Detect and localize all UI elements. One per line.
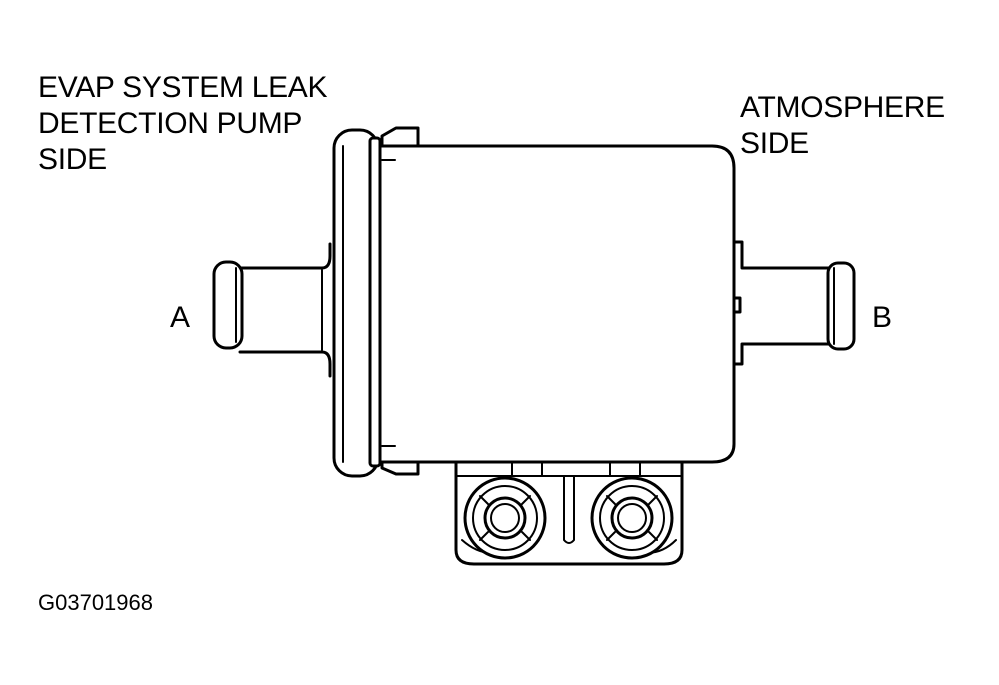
atmosphere-side-line-2: SIDE <box>740 127 809 160</box>
filter-body <box>378 144 736 464</box>
mounting-hole-right <box>590 476 674 560</box>
figure-code: G03701968 <box>38 590 153 615</box>
port-a-label: A <box>170 301 190 334</box>
mounting-hole-left <box>463 476 547 560</box>
port-a-pipe <box>212 242 332 378</box>
pump-side-line-1: EVAP SYSTEM LEAK <box>38 71 328 104</box>
atmosphere-side-label: ATMOSPHERE SIDE <box>740 90 945 162</box>
flange-plate <box>332 126 420 478</box>
port-b-pipe <box>732 240 856 366</box>
port-b-label: B <box>872 301 892 334</box>
pump-side-line-2: DETECTION PUMP <box>38 107 303 140</box>
pump-side-label: EVAP SYSTEM LEAK DETECTION PUMP SIDE <box>38 70 328 178</box>
atmosphere-side-line-1: ATMOSPHERE <box>740 91 945 124</box>
pump-side-line-3: SIDE <box>38 143 107 176</box>
